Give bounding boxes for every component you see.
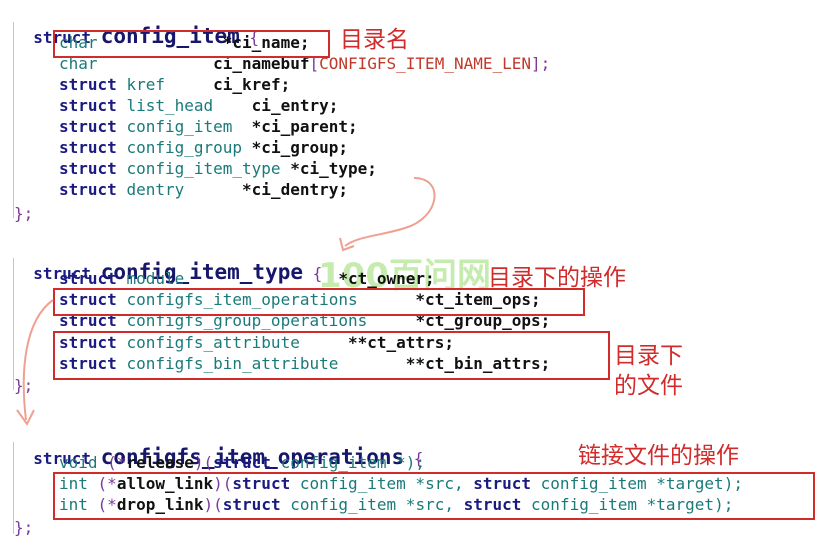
struct1-header: struct config_item { bbox=[14, 4, 259, 48]
struct3-name: configfs_item_operations bbox=[100, 445, 405, 469]
struct1-name: config_item bbox=[100, 24, 240, 48]
highlight-link-ops bbox=[53, 472, 815, 520]
struct3-line-0: void (*release)(struct config_item *); bbox=[59, 453, 426, 472]
arrow-ci-type-to-config-item-type bbox=[344, 177, 436, 247]
struct2-line-0: struct module *ct_owner; bbox=[59, 269, 435, 288]
struct2-gutter bbox=[13, 258, 14, 390]
highlight-ci-name bbox=[53, 30, 330, 58]
struct3-header: struct configfs_item_operations { bbox=[33, 445, 424, 469]
annotation-dir-name: 目录名 bbox=[340, 27, 409, 53]
struct3-line-1: int (*allow_link)(struct config_item *sr… bbox=[59, 474, 743, 493]
struct1-line-5: struct config_group *ci_group; bbox=[59, 138, 348, 157]
struct1-keyword: struct bbox=[33, 28, 92, 47]
struct2-header: struct config_item_type { bbox=[33, 260, 323, 284]
struct2-line-4: struct configfs_bin_attribute **ct_bin_a… bbox=[59, 354, 551, 373]
arrow-item-ops-head bbox=[16, 409, 35, 426]
annotation-dir-files-2: 的文件 bbox=[614, 373, 683, 399]
struct2-line-1: struct configfs_item_operations *ct_item… bbox=[59, 290, 541, 309]
arrow-item-ops-to-configfs-item-operations bbox=[22, 299, 54, 421]
struct1-line-4: struct config_item *ci_parent; bbox=[59, 117, 358, 136]
struct3-close: }; bbox=[14, 518, 34, 537]
annotation-dir-files-1: 目录下 bbox=[614, 343, 683, 369]
struct1-line-6: struct config_item_type *ci_type; bbox=[59, 159, 377, 178]
struct3-line-2: int (*drop_link)(struct config_item *src… bbox=[59, 495, 734, 514]
struct1-close: }; bbox=[14, 204, 34, 223]
annotation-dir-ops: 目录下的操作 bbox=[488, 265, 626, 291]
struct1-gutter bbox=[13, 22, 14, 218]
struct2-name: config_item_type bbox=[100, 260, 303, 284]
struct3-gutter bbox=[13, 442, 14, 534]
struct1-line-0: char *ci_name; bbox=[59, 33, 310, 52]
struct1-open: { bbox=[249, 28, 260, 47]
highlight-ct-attrs bbox=[53, 331, 610, 380]
struct2-line-3: struct configfs_attribute **ct_attrs; bbox=[59, 333, 454, 352]
struct1-line-2: struct kref ci_kref; bbox=[59, 75, 291, 94]
struct1-line-7: struct dentry *ci_dentry; bbox=[59, 180, 348, 199]
struct1-line-3: struct list_head ci_entry; bbox=[59, 96, 339, 115]
struct2-close: }; bbox=[14, 376, 34, 395]
struct1-line-1: char ci_namebuf[CONFIGFS_ITEM_NAME_LEN]; bbox=[59, 54, 551, 73]
annotation-link-ops: 链接文件的操作 bbox=[578, 443, 739, 469]
highlight-ct-item-ops bbox=[53, 288, 585, 316]
